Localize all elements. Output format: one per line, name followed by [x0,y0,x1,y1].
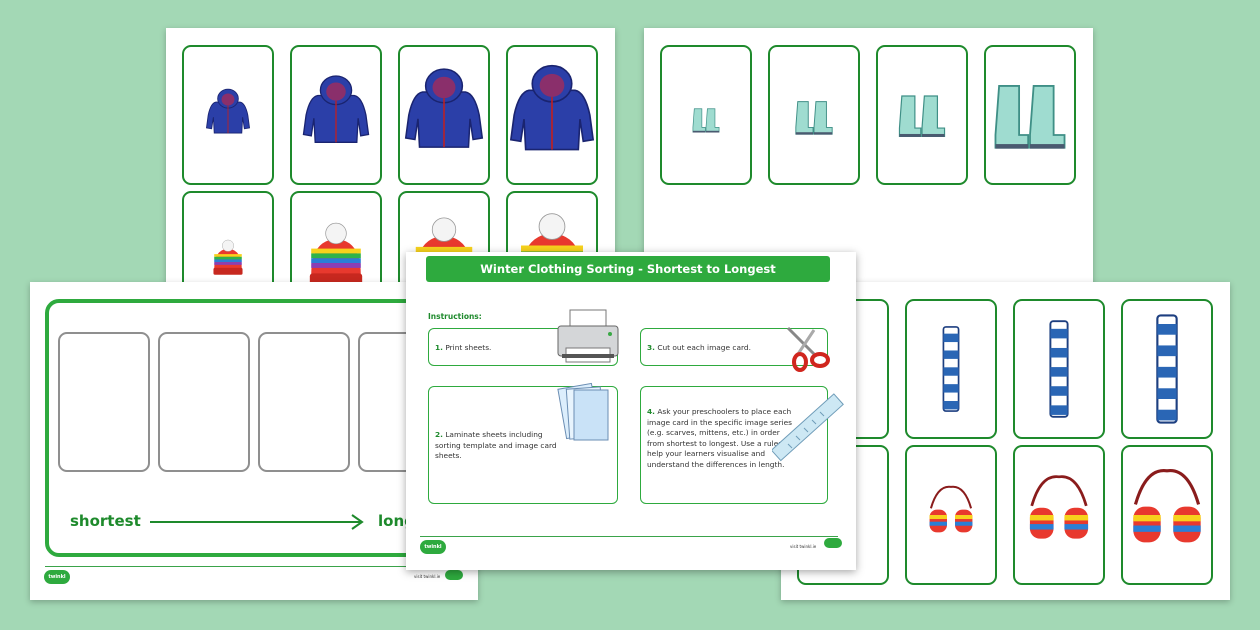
coat-card-1[interactable] [182,45,274,185]
step-3-box: 3. Cut out each image card. [640,328,828,366]
twinkl-small-logo [824,538,842,548]
arrow-right-icon [150,514,364,530]
mittens-card-2[interactable] [905,445,997,585]
scarf-icon [1049,320,1069,418]
scissors-icon [786,326,830,372]
bobble-hat-icon [213,239,243,275]
twinkl-logo: twinkl [44,570,70,584]
coat-card-4[interactable] [506,45,598,185]
coat-icon [509,64,595,151]
sheet-title: Winter Clothing Sorting - Shortest to Lo… [426,256,830,282]
mittens-icon [1133,469,1201,543]
step-4-text: Ask your preschoolers to place each imag… [647,407,793,469]
sorting-slot-2[interactable] [158,332,250,472]
boots-card-4[interactable] [984,45,1076,185]
footer-url: visit twinkl.ie [414,574,441,579]
instructions-sheet: Winter Clothing Sorting - Shortest to Lo… [406,252,856,570]
boots-icon [795,101,833,135]
mittens-card-4[interactable] [1121,445,1213,585]
coat-icon [302,75,370,143]
boots-card-2[interactable] [768,45,860,185]
mittens-icon [929,485,973,533]
boots-icon [994,85,1066,149]
footer-line [420,536,838,537]
scarf-card-2[interactable] [905,299,997,439]
sorting-slot-3[interactable] [258,332,350,472]
scarf-card-3[interactable] [1013,299,1105,439]
coat-icon [404,68,484,148]
footer-line [45,566,463,567]
footer-url: visit twinkl.ie [790,544,817,549]
coats-hats-card-sheet [166,28,615,331]
boots-icon [692,108,720,133]
printer-icon [557,309,619,363]
mittens-icon [1029,475,1089,539]
step-2-text: Laminate sheets including sorting templa… [435,430,557,460]
scarf-card-4[interactable] [1121,299,1213,439]
laminate-sheets-icon [557,382,609,441]
step-3-text: Cut out each image card. [657,343,751,352]
instructions-label: Instructions: [428,312,482,321]
mittens-card-3[interactable] [1013,445,1105,585]
boots-card-3[interactable] [876,45,968,185]
boots-card-1[interactable] [660,45,752,185]
ruler-icon [772,393,844,462]
sorting-slot-1[interactable] [58,332,150,472]
scarf-icon [1156,314,1178,424]
twinkl-logo: twinkl [420,540,446,554]
coat-card-3[interactable] [398,45,490,185]
boots-icon [898,95,946,137]
shortest-label: shortest [70,512,141,530]
step-1-text: Print sheets. [445,343,492,352]
coat-card-2[interactable] [290,45,382,185]
coat-icon [205,88,251,134]
scarf-icon [942,326,960,412]
twinkl-small-logo [445,570,463,580]
boots-card-sheet [644,28,1093,286]
